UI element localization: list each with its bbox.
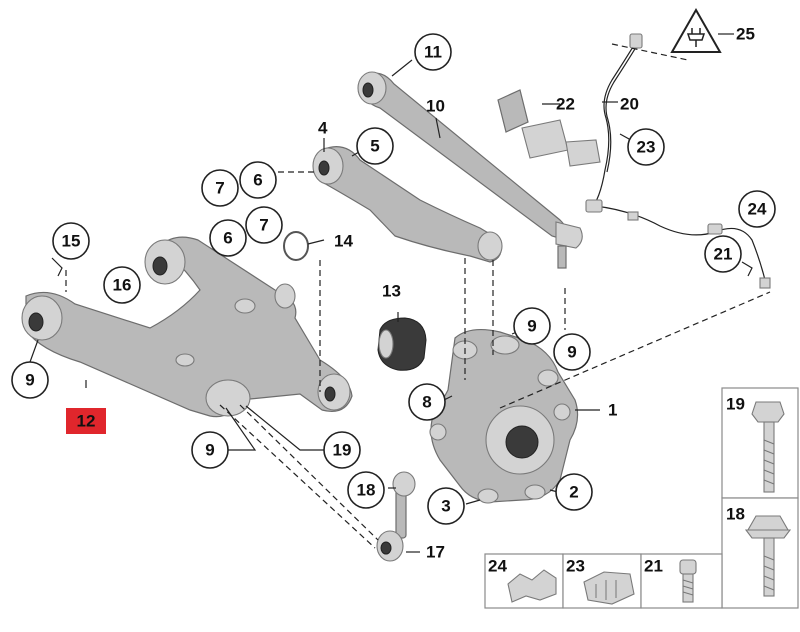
callout-14[interactable]: 14 (334, 232, 353, 251)
panel-part-19[interactable]: 19 (721, 387, 799, 499)
callout-15[interactable]: 15 (52, 222, 90, 260)
callout-24[interactable]: 24 (738, 190, 776, 228)
callout-label: 7 (259, 216, 268, 235)
callout-label: 12 (77, 412, 96, 431)
callout-23[interactable]: 23 (627, 128, 665, 166)
cable-holder-icon (583, 571, 635, 605)
callout-label: 9 (205, 441, 214, 460)
callout-label: 24 (748, 200, 767, 219)
wheel-speed-sensor-cable (585, 33, 771, 289)
callout-label: 16 (113, 276, 132, 295)
wheel-carrier-1 (429, 328, 579, 504)
socket-screw-icon (679, 559, 697, 603)
callout-20[interactable]: 20 (620, 95, 639, 114)
callout-label: 3 (441, 497, 450, 516)
leader-lines (51, 43, 771, 549)
callout-label: 9 (25, 371, 34, 390)
panel-label: 23 (566, 557, 585, 576)
seal-ring-14 (283, 231, 309, 261)
callout-label: 18 (357, 481, 376, 500)
callout-label: 23 (637, 138, 656, 157)
callout-label: 2 (569, 483, 578, 502)
callout-label: 13 (382, 282, 401, 301)
panel-label: 18 (726, 505, 745, 524)
callout-22[interactable]: 22 (556, 95, 575, 114)
panel-part-18[interactable]: 18 (721, 497, 799, 609)
upper-control-arm-10 (357, 71, 583, 269)
highlight-box (66, 408, 106, 434)
callout-label: 21 (714, 245, 733, 264)
callout-label: 6 (253, 171, 262, 190)
callout-11[interactable]: 11 (414, 33, 452, 71)
callout-9d[interactable]: 9 (553, 333, 591, 371)
panel-part-23[interactable]: 23 (562, 553, 642, 609)
callout-label: 8 (422, 393, 431, 412)
callout-label: 10 (426, 97, 445, 116)
panel-label: 19 (726, 395, 745, 414)
callout-9b[interactable]: 9 (191, 431, 229, 469)
callout-label: 1 (608, 401, 617, 420)
callout-label: 17 (426, 543, 445, 562)
panel-part-21[interactable]: 21 (640, 553, 723, 609)
callout-label: 6 (223, 229, 232, 248)
lower-control-arm-12 (21, 236, 353, 418)
callout-8[interactable]: 8 (408, 383, 446, 421)
callout-7a[interactable]: 7 (201, 169, 239, 207)
callout-17[interactable]: 17 (426, 543, 445, 562)
callout-19[interactable]: 19 (323, 431, 361, 469)
callout-7b[interactable]: 7 (245, 206, 283, 244)
callout-21[interactable]: 21 (704, 235, 742, 273)
callout-label: 14 (334, 232, 353, 251)
clip-icon (507, 569, 557, 603)
hex-bolt-icon (751, 401, 785, 493)
panel-label: 21 (644, 557, 663, 576)
callout-18[interactable]: 18 (347, 471, 385, 509)
callout-label: 4 (318, 119, 328, 138)
callout-label: 20 (620, 95, 639, 114)
callout-6a[interactable]: 6 (239, 161, 277, 199)
callout-5[interactable]: 5 (356, 127, 394, 165)
callout-13[interactable]: 13 (382, 282, 401, 301)
toe-link-17 (376, 471, 416, 562)
electrical-warning-icon (670, 7, 722, 53)
callout-label: 9 (527, 317, 536, 336)
callout-4[interactable]: 4 (318, 119, 328, 138)
callout-label: 15 (62, 232, 81, 251)
solid-leaders (29, 33, 734, 553)
callout-label: 22 (556, 95, 575, 114)
callout-label: 7 (215, 179, 224, 198)
rubber-bushing-13 (377, 317, 427, 371)
flange-bolt-icon (744, 515, 792, 597)
callout-9a[interactable]: 9 (11, 361, 49, 399)
wishbone-4 (312, 146, 503, 263)
panel-part-24[interactable]: 24 (484, 553, 564, 609)
callout-10[interactable]: 10 (426, 97, 445, 116)
callout-1[interactable]: 1 (608, 401, 617, 420)
callout-16[interactable]: 16 (103, 266, 141, 304)
callout-2[interactable]: 2 (555, 473, 593, 511)
callout-label: 25 (736, 25, 755, 44)
callout-3[interactable]: 3 (427, 487, 465, 525)
callout-25[interactable]: 25 (736, 25, 755, 44)
callout-label: 19 (333, 441, 352, 460)
callout-12[interactable]: 12 (66, 408, 106, 434)
callout-label: 11 (424, 43, 442, 62)
callout-label: 5 (370, 137, 379, 156)
callout-6b[interactable]: 6 (209, 219, 247, 257)
callout-label: 9 (567, 343, 576, 362)
callout-9c[interactable]: 9 (513, 307, 551, 345)
panel-label: 24 (488, 557, 507, 576)
sensor-bracket-22 (497, 89, 601, 167)
